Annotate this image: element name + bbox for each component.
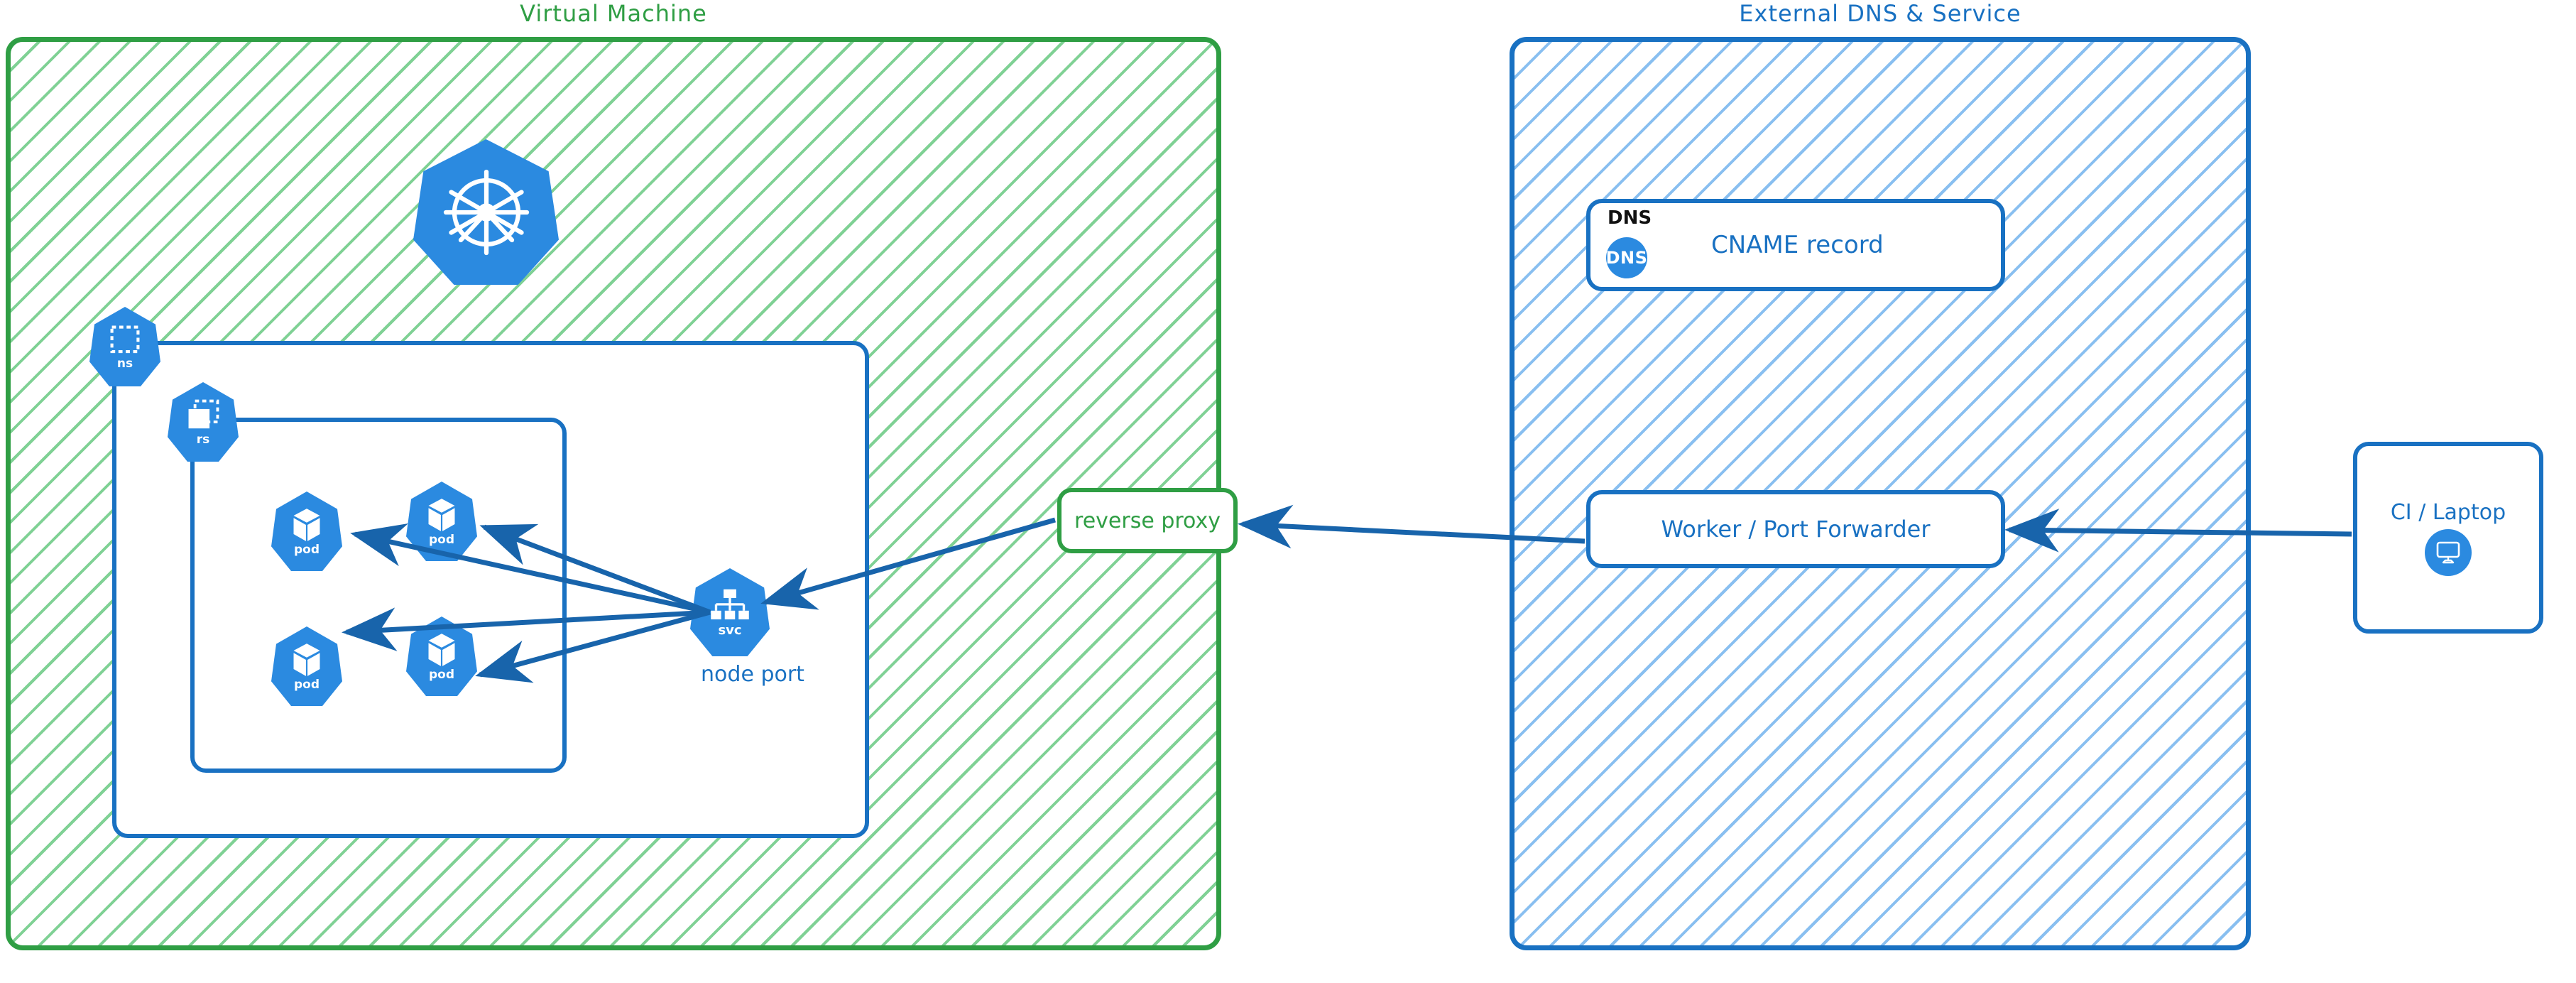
helm-wheel-icon [443,169,529,255]
replicaset-stacked-squares-icon [188,399,219,428]
replicaset-badge-caption: rs [196,432,210,447]
pod-caption: pod [293,542,320,557]
service-hierarchy-icon [711,589,749,620]
kubernetes-namespace-icon: ns [89,307,160,386]
external-dns-service-title: External DNS & Service [1739,0,2021,27]
monitor-icon [2425,528,2472,576]
kubernetes-logo-icon [413,139,559,285]
ci-laptop-box[interactable]: CI / Laptop [2353,442,2543,634]
cname-record-label: CNAME record [1711,231,1884,259]
kubernetes-pod-icon: pod [271,626,342,706]
service-badge-caption: svc [718,623,742,638]
monitor-glyph-icon [2436,541,2460,563]
reverse-proxy-box[interactable]: reverse proxy [1057,488,1238,553]
pod-cube-icon [428,498,455,531]
kubernetes-pod-icon: pod [406,617,477,696]
pod-caption: pod [293,677,320,692]
pod-caption: pod [428,532,455,547]
ci-laptop-label: CI / Laptop [2390,499,2506,525]
dns-icon: DNS [1606,237,1647,278]
virtual-machine-title: Virtual Machine [520,0,707,27]
worker-port-forwarder-box[interactable]: Worker / Port Forwarder [1586,490,2005,568]
reverse-proxy-label: reverse proxy [1074,508,1221,533]
namespace-badge-caption: ns [116,356,133,371]
kubernetes-service-icon: svc [690,568,770,656]
replicaset-box [190,418,567,773]
worker-port-forwarder-label: Worker / Port Forwarder [1661,516,1931,543]
kubernetes-replicaset-icon: rs [168,382,239,462]
pod-cube-icon [293,643,320,676]
kubernetes-pod-icon: pod [271,492,342,571]
node-port-label: node port [701,662,804,687]
namespace-dashed-square-icon [110,325,140,353]
kubernetes-pod-icon: pod [406,482,477,561]
dns-tag-label: DNS [1608,207,1652,229]
dns-record-box[interactable]: DNS DNS CNAME record [1586,199,2005,291]
pod-cube-icon [293,508,320,541]
pod-caption: pod [428,667,455,682]
pod-cube-icon [428,633,455,666]
